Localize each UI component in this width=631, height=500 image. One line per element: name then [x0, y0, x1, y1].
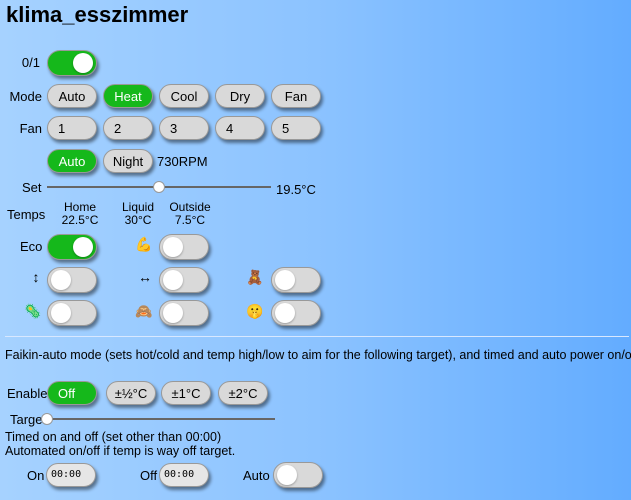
toggle-knob	[51, 303, 71, 323]
mode-dry-button[interactable]: Dry	[215, 84, 265, 108]
home-temp-value: 22.5°C	[61, 213, 99, 227]
comfort-toggle[interactable]	[271, 267, 321, 293]
toggle-knob	[277, 465, 297, 485]
streamer-toggle[interactable]	[47, 300, 97, 326]
fan-speed-2-button[interactable]: 2	[103, 116, 153, 140]
toggle-knob	[163, 237, 183, 257]
mode-heat-button[interactable]: Heat	[103, 84, 153, 108]
liquid-temp-label: Liquid	[121, 200, 155, 214]
fan-speed-1-button[interactable]: 1	[47, 116, 97, 140]
toggle-knob	[163, 270, 183, 290]
temps-label: Temps	[7, 207, 46, 222]
fan-auto-button[interactable]: Auto	[47, 149, 97, 173]
horizontal-swing-toggle[interactable]	[159, 267, 209, 293]
mode-fan-button[interactable]: Fan	[271, 84, 321, 108]
auto-power-label: Auto	[243, 468, 270, 483]
eco-toggle[interactable]	[47, 234, 97, 260]
enable-half-degree-button[interactable]: ±½°C	[106, 381, 156, 405]
off-time-input[interactable]: 00:00	[159, 463, 209, 487]
fan-speed-5-button[interactable]: 5	[271, 116, 321, 140]
target-slider-track[interactable]	[47, 418, 275, 420]
outside-temp-value: 7.5°C	[174, 213, 206, 227]
toggle-knob	[51, 270, 71, 290]
power-label: 0/1	[21, 55, 40, 70]
enable-label: Enable	[7, 386, 48, 401]
set-slider-thumb[interactable]	[153, 181, 165, 193]
sensor-toggle[interactable]	[159, 300, 209, 326]
enable-one-degree-button[interactable]: ±1°C	[161, 381, 211, 405]
vertical-swing-icon: ↕	[32, 269, 40, 285]
power-toggle[interactable]	[47, 50, 97, 76]
comfort-icon: 🧸	[246, 269, 264, 285]
powerful-toggle[interactable]	[159, 234, 209, 260]
enable-off-button[interactable]: Off	[47, 381, 97, 405]
fan-speed-3-button[interactable]: 3	[159, 116, 209, 140]
fan-label: Fan	[19, 121, 42, 136]
toggle-knob	[163, 303, 183, 323]
set-label: Set	[22, 180, 42, 195]
enable-two-degree-button[interactable]: ±2°C	[218, 381, 268, 405]
liquid-temp: Liquid 30°C	[113, 201, 163, 227]
toggle-knob	[73, 237, 93, 257]
set-value: 19.5°C	[276, 182, 316, 197]
quiet-toggle[interactable]	[271, 300, 321, 326]
eco-label: Eco	[20, 239, 43, 254]
streamer-icon: 🦠	[24, 303, 42, 319]
fan-rpm: 730RPM	[157, 154, 208, 169]
home-temp-label: Home	[63, 200, 96, 214]
outside-temp: Outside 7.5°C	[164, 201, 216, 227]
timed-note: Timed on and off (set other than 00:00)	[5, 430, 222, 444]
outside-temp-label: Outside	[169, 200, 211, 214]
fan-speed-4-button[interactable]: 4	[215, 116, 265, 140]
off-time-label: Off	[140, 468, 158, 483]
toggle-knob	[73, 53, 93, 73]
auto-power-toggle[interactable]	[273, 462, 323, 488]
target-slider-thumb[interactable]	[41, 413, 53, 425]
toggle-knob	[275, 303, 295, 323]
mode-cool-button[interactable]: Cool	[159, 84, 209, 108]
vertical-swing-toggle[interactable]	[47, 267, 97, 293]
faikin-description: Faikin-auto mode (sets hot/cold and temp…	[5, 348, 631, 362]
section-divider	[5, 336, 629, 337]
horizontal-swing-icon: ↔	[138, 269, 152, 285]
auto-note: Automated on/off if temp is way off targ…	[5, 444, 236, 458]
mode-label: Mode	[9, 89, 42, 104]
home-temp: Home 22.5°C	[55, 201, 105, 227]
fan-night-button[interactable]: Night	[103, 149, 153, 173]
mode-auto-button[interactable]: Auto	[47, 84, 97, 108]
target-label: Target	[10, 412, 47, 427]
quiet-icon: 🤫	[246, 303, 264, 319]
page-title: klima_esszimmer	[6, 2, 189, 27]
sensor-icon: 🙈	[135, 303, 153, 319]
toggle-knob	[275, 270, 295, 290]
on-time-input[interactable]: 00:00	[46, 463, 96, 487]
liquid-temp-value: 30°C	[124, 213, 152, 227]
powerful-icon: 💪	[135, 236, 153, 252]
on-time-label: On	[27, 468, 45, 483]
